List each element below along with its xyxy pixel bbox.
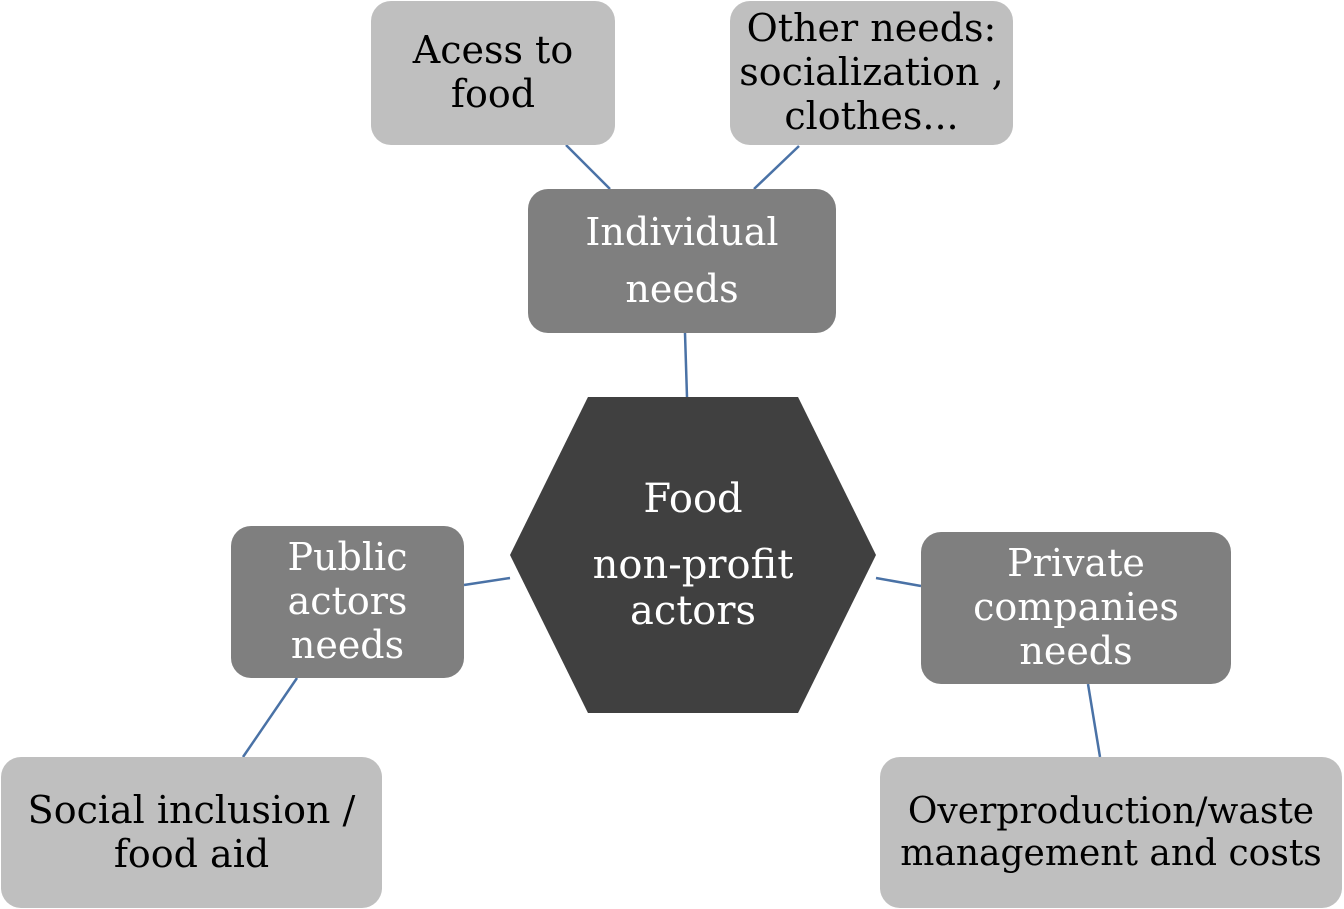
connector-public-to-social (241, 677, 299, 758)
node-private-companies-needs: Private companies needs (921, 532, 1231, 684)
node-overproduction: Overproduction/waste management and cost… (880, 757, 1342, 908)
node-private-companies-line1: Private (1007, 541, 1145, 586)
node-access-to-food-line1: Acess to (412, 28, 574, 73)
connector-public-to-center (463, 576, 511, 587)
node-public-actors-line2: actors (287, 579, 408, 624)
node-food-non-profit-actors: Food non-profit actors (510, 397, 876, 713)
node-social-inclusion-line2: food aid (113, 831, 270, 876)
node-social-inclusion: Social inclusion / food aid (1, 757, 382, 908)
node-individual-needs: Individual needs (528, 189, 836, 333)
node-public-actors-needs: Public actors needs (231, 526, 464, 678)
node-center-line3: actors (629, 588, 757, 634)
node-social-inclusion-line1: Social inclusion / (27, 787, 356, 832)
node-overproduction-line1: Overproduction/waste (907, 791, 1315, 833)
node-overproduction-line2: management and costs (900, 832, 1322, 874)
node-other-needs-line1: Other needs: (746, 6, 997, 51)
connector-center-to-private (875, 576, 922, 588)
connector-access-to-individual (565, 144, 611, 190)
node-other-needs-line2: socialization , (739, 50, 1004, 95)
node-public-actors-line1: Public (287, 535, 408, 580)
node-other-needs-line3: clothes... (784, 93, 959, 138)
node-access-to-food-line2: food (450, 72, 536, 116)
node-center-line2: non-profit (592, 542, 794, 588)
node-individual-needs-line2: needs (625, 267, 739, 311)
connector-private-to-overproduction (1086, 683, 1102, 758)
connector-individual-to-center (683, 332, 689, 398)
node-center-line1: Food (643, 476, 743, 522)
node-private-companies-line2: companies (973, 585, 1179, 630)
node-private-companies-line3: needs (1019, 628, 1133, 673)
node-access-to-food: Acess to food (371, 1, 615, 145)
node-public-actors-line3: needs (290, 622, 405, 667)
connector-other-to-individual (753, 145, 800, 190)
node-other-needs: Other needs: socialization , clothes... (730, 1, 1013, 145)
node-individual-needs-line1: Individual (585, 210, 779, 254)
